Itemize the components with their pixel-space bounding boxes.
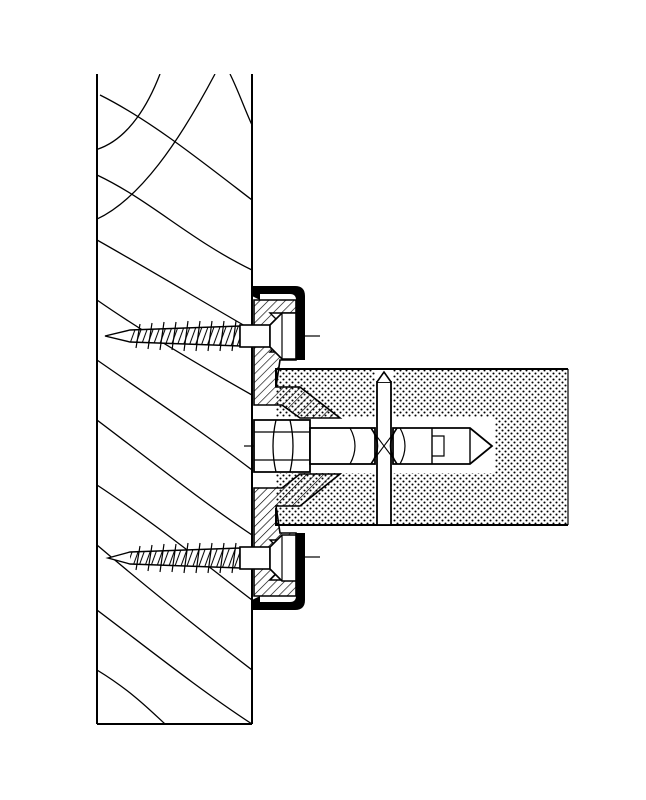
connector-bolt: [309, 427, 494, 465]
wood-wall-panel: [96, 74, 253, 725]
upper-wood-screw: [104, 312, 297, 360]
hex-nut: [244, 419, 311, 473]
cross-dowel-pin: [370, 370, 398, 526]
lower-wood-screw: [105, 534, 297, 582]
